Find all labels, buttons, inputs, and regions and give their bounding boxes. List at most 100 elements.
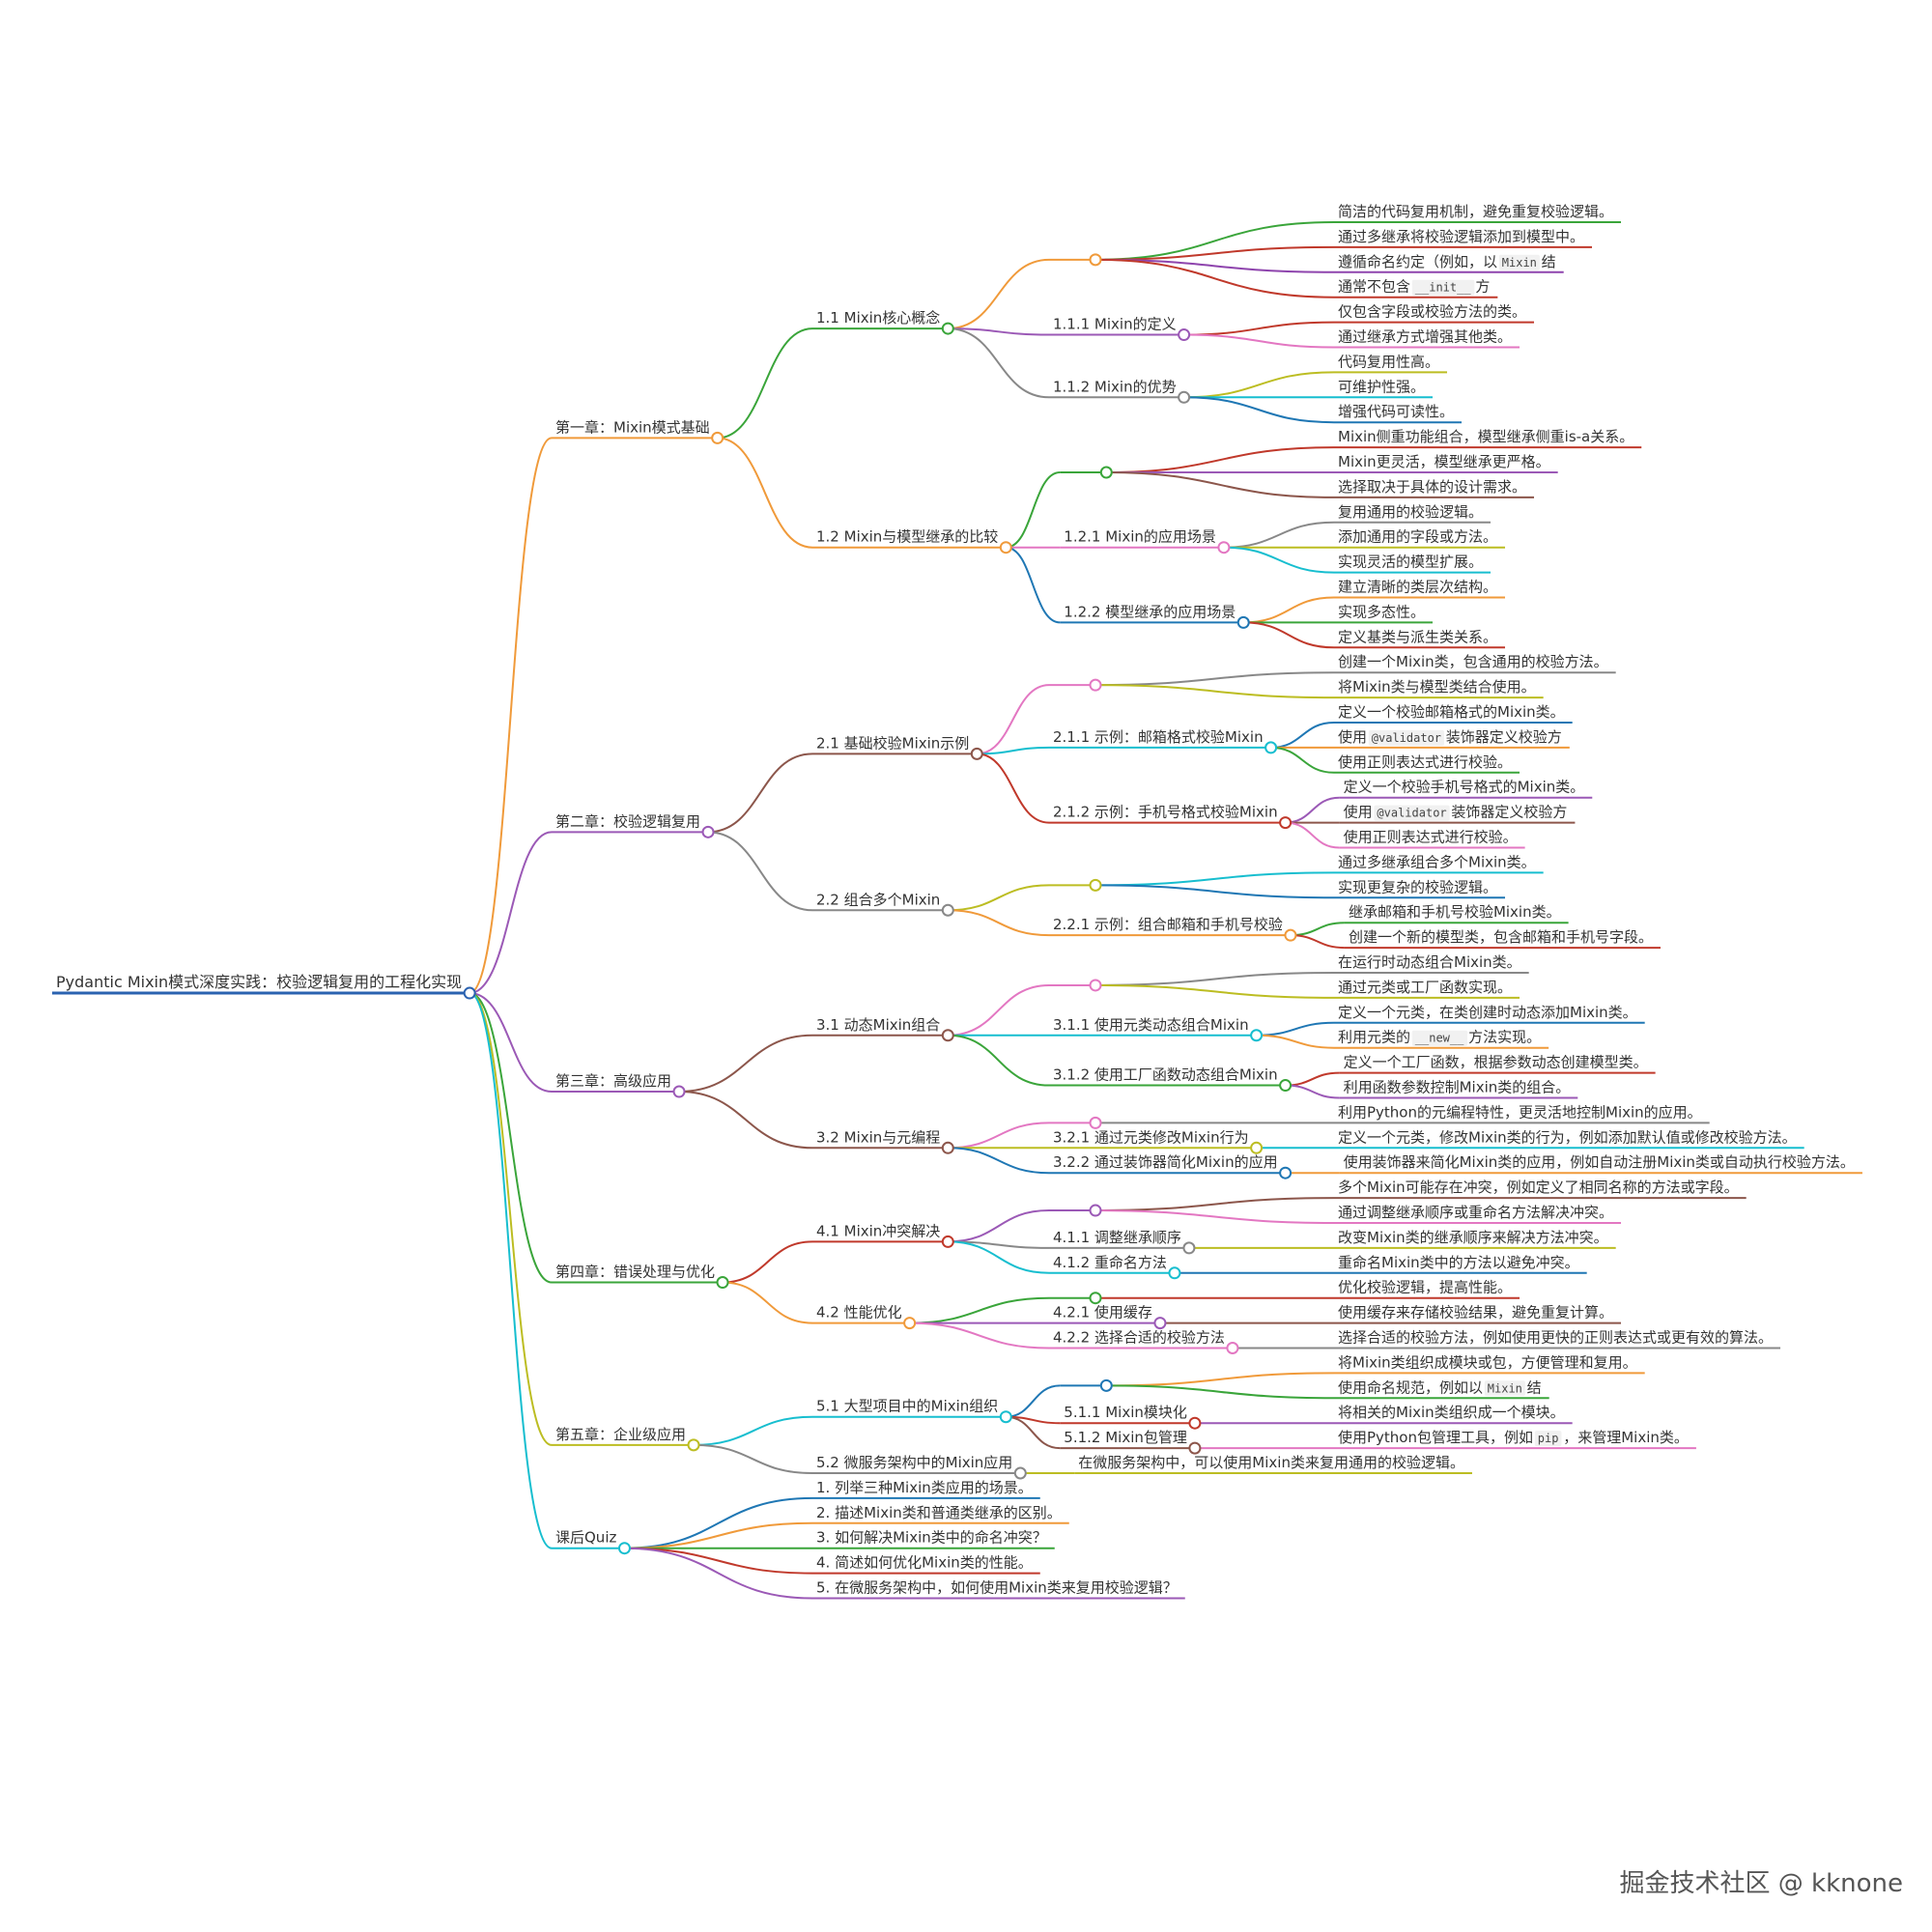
collapse-toggle[interactable]	[1279, 816, 1293, 830]
node-root.children.1.children.1.children.0.children.0[interactable]: 通过多继承组合多个Mixin类。	[1338, 853, 1536, 870]
node-root.children.3.children.1.children.2[interactable]: 4.2.2 选择合适的校验方法	[1053, 1329, 1225, 1347]
node-root.children.1.children.1.children.1.children.1[interactable]: 创建一个新的模型类，包含邮箱和手机号字段。	[1349, 928, 1653, 946]
collapse-toggle[interactable]	[1188, 1416, 1202, 1430]
node-root.children.2.children.1.children.1[interactable]: 3.2.1 通过元类修改Mixin行为	[1053, 1128, 1249, 1146]
node-root.children.0.children.0.children.1.children.1[interactable]: 通过继承方式增强其他类。	[1338, 328, 1512, 346]
node-root.children.2.children.1[interactable]: 3.2 Mixin与元编程	[816, 1128, 940, 1146]
node-root.children.4.children.0.children.0.children.0[interactable]: 将Mixin类组织成模块或包，方便管理和复用。	[1338, 1353, 1637, 1371]
collapse-toggle[interactable]	[941, 1029, 954, 1042]
node-root.children.3.children.0.children.2[interactable]: 4.1.2 重命名方法	[1053, 1254, 1167, 1271]
node-root.children.1.children.0.children.0.children.0[interactable]: 创建一个Mixin类，包含通用的校验方法。	[1338, 653, 1608, 670]
node-root.children.5[interactable]: 课后Quiz	[555, 1529, 616, 1547]
collapse-toggle[interactable]	[1226, 1342, 1239, 1354]
node-root.children.1.children.0.children.1.children.1[interactable]: 使用 @validator 装饰器定义校验方	[1338, 728, 1562, 746]
node-root.children.1.children.0.children.1.children.0[interactable]: 定义一个校验邮箱格式的Mixin类。	[1338, 703, 1565, 721]
node-root.children.0.children.0.children.0.children.0[interactable]: 简洁的代码复用机制，避免重复校验逻辑。	[1338, 203, 1613, 220]
collapse-toggle[interactable]	[1217, 541, 1231, 554]
node-root.children.4.children.1[interactable]: 5.2 微服务架构中的Mixin应用	[816, 1454, 1012, 1471]
node-root.children.0.children.1.children.2.children.1[interactable]: 实现多态性。	[1338, 603, 1425, 620]
node-root[interactable]: Pydantic Mixin模式深度实践：校验逻辑复用的工程化实现	[56, 973, 462, 991]
node-root.children.1.children.0.children.2.children.0[interactable]: 定义一个校验手机号格式的Mixin类。	[1344, 779, 1585, 796]
node-root.children.0.children.0.children.2.children.2[interactable]: 增强代码可读性。	[1338, 403, 1454, 420]
node-root.children.5.children.4[interactable]: 5. 在微服务架构中，如何使用Mixin类来复用校验逻辑？	[816, 1579, 1178, 1597]
node-root.children.5.children.0[interactable]: 1. 列举三种Mixin类应用的场景。	[816, 1479, 1033, 1496]
collapse-toggle[interactable]	[1236, 615, 1250, 629]
collapse-toggle[interactable]	[1089, 1116, 1102, 1129]
node-root.children.0[interactable]: 第一章：Mixin模式基础	[555, 418, 710, 436]
node-root.children.2.children.1.children.2[interactable]: 3.2.2 通过装饰器简化Mixin的应用	[1053, 1153, 1278, 1171]
collapse-toggle[interactable]	[1089, 1204, 1102, 1217]
node-root.children.3.children.0.children.2.children.0[interactable]: 重命名Mixin类中的方法以避免冲突。	[1338, 1254, 1579, 1271]
node-root.children.0.children.1.children.1.children.0[interactable]: 复用通用的校验逻辑。	[1338, 503, 1483, 521]
node-root.children.1.children.0.children.1.children.2[interactable]: 使用正则表达式进行校验。	[1338, 753, 1512, 771]
collapse-toggle[interactable]	[999, 541, 1012, 554]
collapse-toggle[interactable]	[617, 1542, 631, 1555]
node-root.children.2.children.0.children.1.children.1[interactable]: 利用元类的 __new__ 方法实现。	[1338, 1029, 1541, 1046]
node-root.children.5.children.3[interactable]: 4. 简述如何优化Mixin类的性能。	[816, 1554, 1033, 1572]
node-root.children.1.children.0.children.0.children.1[interactable]: 将Mixin类与模型类结合使用。	[1338, 678, 1536, 696]
collapse-toggle[interactable]	[711, 431, 724, 444]
collapse-toggle[interactable]	[1264, 741, 1278, 754]
collapse-toggle[interactable]	[1089, 979, 1102, 992]
node-root.children.4.children.0.children.2[interactable]: 5.1.2 Mixin包管理	[1064, 1429, 1187, 1446]
node-root.children.2.children.0.children.0.children.0[interactable]: 在运行时动态组合Mixin类。	[1338, 953, 1521, 971]
collapse-toggle[interactable]	[1178, 390, 1191, 404]
node-root.children.0.children.0[interactable]: 1.1 Mixin核心概念	[816, 309, 940, 327]
collapse-toggle[interactable]	[1188, 1441, 1202, 1455]
collapse-toggle[interactable]	[701, 825, 715, 838]
node-root.children.2.children.1.children.1.children.0[interactable]: 定义一个元类，修改Mixin类的行为，例如添加默认值或修改校验方法。	[1338, 1128, 1797, 1146]
node-root.children.3[interactable]: 第四章：错误处理与优化	[555, 1264, 715, 1281]
node-root.children.2.children.0.children.2.children.1[interactable]: 利用函数参数控制Mixin类的组合。	[1344, 1079, 1571, 1096]
node-root.children.0.children.0.children.2.children.1[interactable]: 可维护性强。	[1338, 378, 1425, 395]
node-root.children.1.children.0[interactable]: 2.1 基础校验Mixin示例	[816, 734, 969, 752]
collapse-toggle[interactable]	[903, 1317, 917, 1330]
collapse-toggle[interactable]	[1089, 678, 1102, 692]
node-root.children.1[interactable]: 第二章：校验逻辑复用	[555, 812, 700, 830]
collapse-toggle[interactable]	[941, 1141, 954, 1154]
node-root.children.2.children.0.children.2.children.0[interactable]: 定义一个工厂函数，根据参数动态创建模型类。	[1344, 1054, 1648, 1071]
node-root.children.2.children.0.children.1.children.0[interactable]: 定义一个元类，在类创建时动态添加Mixin类。	[1338, 1004, 1637, 1021]
node-root.children.1.children.1[interactable]: 2.2 组合多个Mixin	[816, 891, 940, 908]
node-root.children.0.children.1.children.1[interactable]: 1.2.1 Mixin的应用场景	[1064, 528, 1216, 546]
collapse-toggle[interactable]	[1182, 1241, 1196, 1255]
node-root.children.1.children.0.children.2[interactable]: 2.1.2 示例：手机号格式校验Mixin	[1053, 804, 1278, 821]
node-root.children.4[interactable]: 第五章：企业级应用	[555, 1426, 686, 1443]
node-root.children.0.children.1.children.0.children.0[interactable]: Mixin侧重功能组合，模型继承侧重is-a关系。	[1338, 428, 1634, 445]
node-root.children.0.children.0.children.1[interactable]: 1.1.1 Mixin的定义	[1053, 316, 1177, 333]
collapse-toggle[interactable]	[1178, 328, 1191, 342]
node-root.children.0.children.1.children.1.children.2[interactable]: 实现灵活的模型扩展。	[1338, 554, 1483, 571]
node-root.children.2.children.1.children.2.children.0[interactable]: 使用装饰器来简化Mixin类的应用，例如自动注册Mixin类或自动执行校验方法。	[1344, 1153, 1855, 1171]
collapse-toggle[interactable]	[672, 1085, 686, 1098]
collapse-toggle[interactable]	[1168, 1266, 1181, 1280]
collapse-toggle[interactable]	[1099, 1378, 1113, 1392]
node-root.children.0.children.0.children.0.children.1[interactable]: 通过多继承将校验逻辑添加到模型中。	[1338, 228, 1584, 245]
node-root.children.0.children.1[interactable]: 1.2 Mixin与模型继承的比较	[816, 528, 998, 546]
node-root.children.4.children.1.children.0[interactable]: 在微服务架构中，可以使用Mixin类来复用通用的校验逻辑。	[1078, 1454, 1464, 1471]
node-root.children.5.children.2[interactable]: 3. 如何解决Mixin类中的命名冲突？	[816, 1529, 1047, 1547]
node-root.children.0.children.1.children.0.children.1[interactable]: Mixin更灵活，模型继承更严格。	[1338, 453, 1550, 470]
node-root.children.1.children.0.children.2.children.2[interactable]: 使用正则表达式进行校验。	[1344, 829, 1518, 846]
node-root.children.3.children.1.children.2.children.0[interactable]: 选择合适的校验方法，例如使用更快的正则表达式或更有效的算法。	[1338, 1329, 1773, 1347]
node-root.children.1.children.1.children.1[interactable]: 2.2.1 示例：组合邮箱和手机号校验	[1053, 916, 1283, 933]
node-root.children.3.children.0.children.1[interactable]: 4.1.1 调整继承顺序	[1053, 1229, 1181, 1246]
collapse-toggle[interactable]	[1279, 1166, 1293, 1179]
node-root.children.3.children.0.children.0.children.1[interactable]: 通过调整继承顺序或重命名方法解决冲突。	[1338, 1204, 1613, 1221]
node-root.children.3.children.0[interactable]: 4.1 Mixin冲突解决	[816, 1222, 940, 1239]
node-root.children.2.children.0[interactable]: 3.1 动态Mixin组合	[816, 1016, 940, 1034]
collapse-toggle[interactable]	[1250, 1029, 1264, 1042]
node-root.children.5.children.1[interactable]: 2. 描述Mixin类和普通类继承的区别。	[816, 1504, 1062, 1521]
collapse-toggle[interactable]	[1013, 1466, 1027, 1480]
collapse-toggle[interactable]	[941, 1235, 954, 1248]
node-root.children.3.children.1.children.1.children.0[interactable]: 使用缓存来存储校验结果，避免重复计算。	[1338, 1304, 1613, 1321]
collapse-toggle[interactable]	[941, 903, 954, 917]
node-root.children.0.children.1.children.2.children.0[interactable]: 建立清晰的类层次结构。	[1338, 579, 1497, 596]
node-root.children.3.children.1.children.0.children.0[interactable]: 优化校验逻辑，提高性能。	[1338, 1279, 1512, 1296]
collapse-toggle[interactable]	[1099, 466, 1113, 479]
collapse-toggle[interactable]	[1279, 1079, 1293, 1093]
node-root.children.4.children.0.children.0.children.1[interactable]: 使用命名规范，例如以 Mixin 结	[1338, 1378, 1542, 1397]
collapse-toggle[interactable]	[687, 1438, 700, 1452]
collapse-toggle[interactable]	[1089, 878, 1102, 892]
node-root.children.4.children.0.children.1[interactable]: 5.1.1 Mixin模块化	[1064, 1404, 1187, 1421]
node-root.children.0.children.1.children.0.children.2[interactable]: 选择取决于具体的设计需求。	[1338, 478, 1526, 496]
node-root.children.1.children.0.children.1[interactable]: 2.1.1 示例：邮箱格式校验Mixin	[1053, 728, 1264, 746]
